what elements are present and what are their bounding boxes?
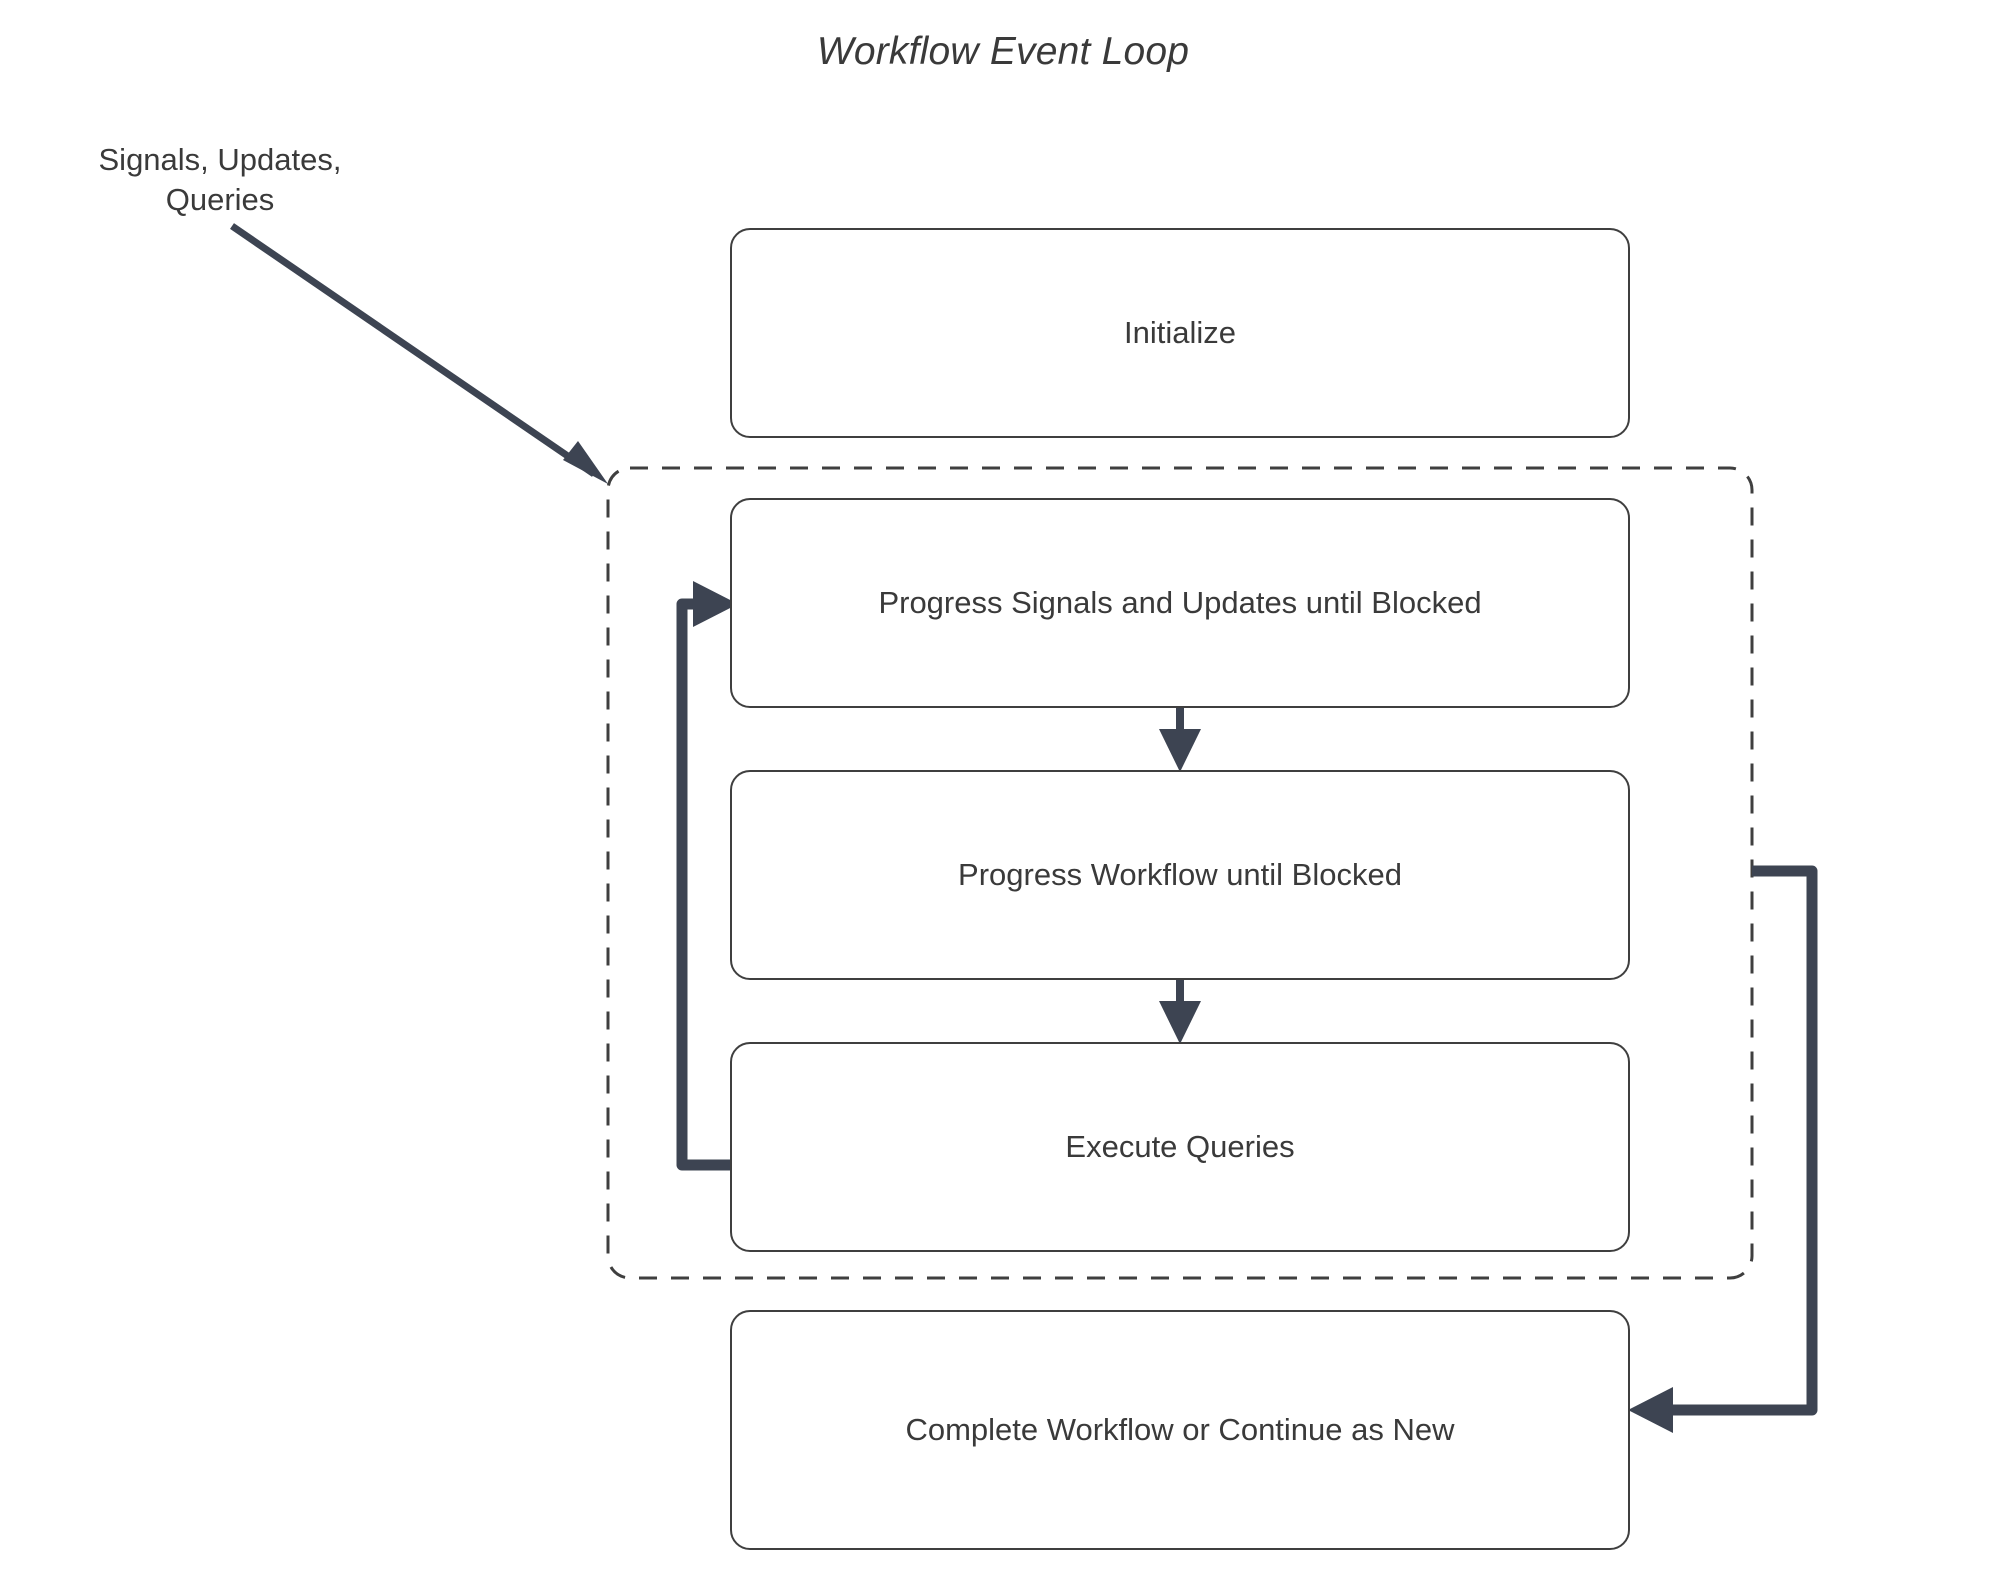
node-progress-signals-updates-label: Progress Signals and Updates until Block… [878,585,1482,620]
inbound-edge-label: Signals, Updates, Queries [98,142,342,218]
arrow-signals-to-workflow [1159,708,1201,772]
node-complete-workflow[interactable]: Complete Workflow or Continue as New [730,1310,1630,1550]
page-title: Workflow Event Loop [816,30,1190,73]
node-progress-signals-updates[interactable]: Progress Signals and Updates until Block… [730,498,1630,708]
inbound-arrow [230,223,608,484]
node-complete-workflow-label: Complete Workflow or Continue as New [905,1412,1455,1447]
node-execute-queries-label: Execute Queries [1065,1129,1295,1164]
node-initialize[interactable]: Initialize [730,228,1630,438]
node-execute-queries[interactable]: Execute Queries [730,1042,1630,1252]
arrow-workflow-to-queries [1159,980,1201,1044]
node-initialize-label: Initialize [1124,315,1236,350]
arrow-exit-to-complete [1628,865,1818,1433]
node-progress-workflow[interactable]: Progress Workflow until Blocked [730,770,1630,980]
node-progress-workflow-label: Progress Workflow until Blocked [958,857,1402,892]
